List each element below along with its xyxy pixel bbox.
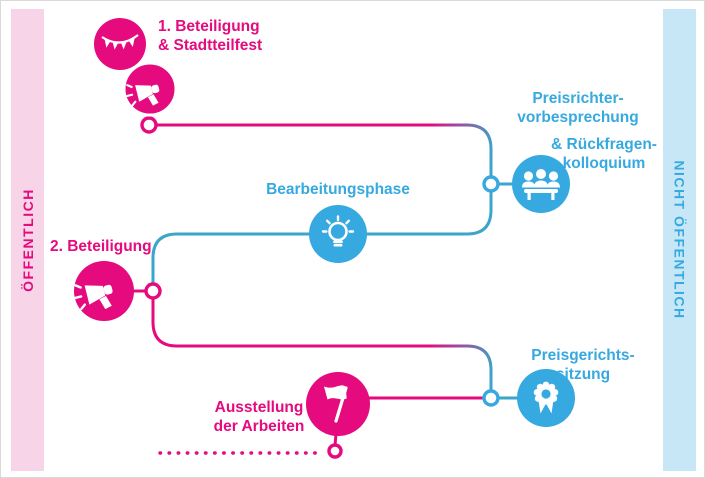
node-bunting <box>94 18 146 70</box>
label-bearbeitungsphase: Bearbeitungsphase <box>266 181 410 198</box>
connector-ring-4 <box>482 389 500 407</box>
flow-line-1 <box>155 123 493 178</box>
label-preisrichter-top: Preisrichter- vorbesprechung <box>478 89 678 127</box>
connector-ring-3 <box>144 282 162 300</box>
node-lightbulb <box>309 205 367 263</box>
connector-ring-1 <box>140 116 158 134</box>
label-line: Preisgerichts- <box>531 347 635 364</box>
label-beteiligung-2: 2. Beteiligung <box>50 238 152 255</box>
label-line: sitzung <box>555 366 611 383</box>
label-beteiligung-1: 1. Beteiligung & Stadtteilfest <box>158 17 262 55</box>
lightbulb-icon <box>321 215 355 247</box>
jury-icon <box>522 169 560 200</box>
bunting-icon <box>101 34 139 50</box>
flag-icon <box>324 385 348 423</box>
label-line: Ausstellung <box>214 399 304 416</box>
label-line: 1. Beteiligung <box>158 18 260 35</box>
label-line: & Rückfragen- <box>551 136 657 153</box>
label-line: Preisrichter- <box>532 90 624 107</box>
award-icon <box>533 381 559 414</box>
node-flag <box>306 372 370 436</box>
band-nicht-oeffentlich: NICHT ÖFFENTLICH <box>663 9 696 471</box>
label-line: kolloquium <box>562 155 646 172</box>
label-line: & Stadtteilfest <box>158 37 263 54</box>
label-preisgericht: Preisgerichts- sitzung <box>483 346 683 384</box>
label-line: vorbesprechung <box>517 109 639 126</box>
connector-ring-2 <box>482 175 500 193</box>
label-line: der Arbeiten <box>213 418 305 435</box>
label-preisrichter-bottom: & Rückfragen- kolloquium <box>504 135 704 173</box>
flow-line-3 <box>151 297 493 392</box>
band-oeffentlich: ÖFFENTLICH <box>11 9 44 471</box>
label-ausstellung: Ausstellung der Arbeiten <box>159 398 359 436</box>
connector-ring-5 <box>327 443 343 459</box>
